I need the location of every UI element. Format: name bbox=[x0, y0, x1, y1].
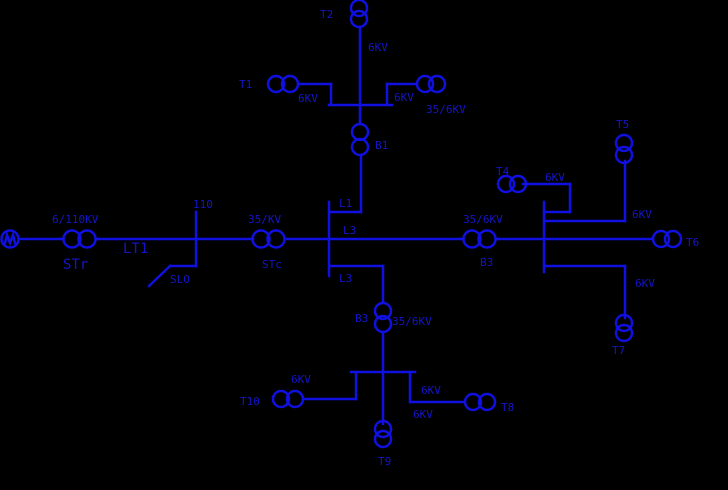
label-kv-t1: 6KV bbox=[298, 92, 318, 105]
label-t4: T4 bbox=[496, 165, 510, 178]
label-kv-t7: 6KV bbox=[635, 277, 655, 290]
t5-transformer-coil-a bbox=[614, 133, 634, 153]
label-kv-t8: 6KV bbox=[421, 384, 441, 397]
label-bus110: 110 bbox=[193, 198, 213, 211]
stc-transformer-coil-b bbox=[266, 229, 286, 249]
t3-transformer-coil-a bbox=[415, 74, 435, 94]
t2-transformer-coil-b bbox=[349, 9, 369, 29]
label-t5: T5 bbox=[616, 118, 629, 131]
label-l1: L1 bbox=[339, 197, 352, 210]
label-str: STr bbox=[63, 257, 88, 273]
t3-transformer-coil-b bbox=[427, 74, 447, 94]
slo-switch-blade bbox=[147, 264, 172, 288]
t8-transformer-coil-b bbox=[477, 392, 497, 412]
label-stc-kv: 35/KV bbox=[248, 213, 281, 226]
t1-transformer-coil-b bbox=[280, 74, 300, 94]
b3-right-transformer-coil-a bbox=[462, 229, 482, 249]
label-kv-t5: 6KV bbox=[632, 208, 652, 221]
label-lt1: LT1 bbox=[123, 241, 148, 257]
label-kv-t8b: 6KV bbox=[413, 408, 433, 421]
label-t1: T1 bbox=[239, 78, 252, 91]
label-kv-t1b: 6KV bbox=[394, 91, 414, 104]
str-transformer-coil-b bbox=[77, 229, 97, 249]
t4-transformer-coil-a bbox=[496, 174, 516, 194]
t6-transformer-coil-b bbox=[663, 229, 683, 249]
generator-symbol bbox=[3, 230, 17, 247]
generator-circle bbox=[0, 229, 20, 249]
b3-right-transformer-coil-b bbox=[477, 229, 497, 249]
label-kv-3563-top: 35/6KV bbox=[426, 103, 466, 116]
t10-transformer-coil-a bbox=[271, 389, 291, 409]
t10-transformer-coil-b bbox=[285, 389, 305, 409]
t9-transformer-coil-a bbox=[373, 419, 393, 439]
label-t6: T6 bbox=[686, 236, 699, 249]
label-b3-kv: 35/6KV bbox=[463, 213, 503, 226]
t9-transformer-coil-b bbox=[373, 429, 393, 449]
t4-transformer-coil-b bbox=[508, 174, 528, 194]
label-t7: T7 bbox=[612, 344, 625, 357]
t7-transformer-coil-a bbox=[614, 313, 634, 333]
t1-transformer-coil-a bbox=[266, 74, 286, 94]
label-kv-top: 6KV bbox=[368, 41, 388, 54]
t8-transformer-coil-a bbox=[463, 392, 483, 412]
label-b3: B3 bbox=[355, 312, 368, 325]
label-t9: T9 bbox=[378, 455, 391, 468]
label-gen-kv: 6/110KV bbox=[52, 213, 99, 226]
label-b1: B1 bbox=[375, 139, 388, 152]
str-transformer-coil-a bbox=[62, 229, 82, 249]
label-t2: T2 bbox=[320, 8, 333, 21]
t7-transformer-coil-b bbox=[614, 323, 634, 343]
label-kv-t10: 6KV bbox=[291, 373, 311, 386]
t6-transformer-coil-a bbox=[651, 229, 671, 249]
t2-transformer-coil-a bbox=[349, 0, 369, 18]
label-l3b: L3 bbox=[339, 272, 352, 285]
b3-transformer-coil-a bbox=[373, 301, 393, 321]
label-t8: T8 bbox=[501, 401, 514, 414]
t5-transformer-coil-b bbox=[614, 145, 634, 165]
label-t10: T10 bbox=[240, 395, 260, 408]
stc-transformer-coil-a bbox=[251, 229, 271, 249]
label-b3-right: B3 bbox=[480, 256, 493, 269]
label-kv-b3: 35/6KV bbox=[392, 315, 432, 328]
label-kv-t4: 6KV bbox=[545, 171, 565, 184]
label-slo: SLO bbox=[170, 273, 190, 286]
label-stc: STc bbox=[262, 258, 282, 271]
label-l3: L3 bbox=[343, 224, 356, 237]
b1-transformer-coil-b bbox=[350, 137, 370, 157]
